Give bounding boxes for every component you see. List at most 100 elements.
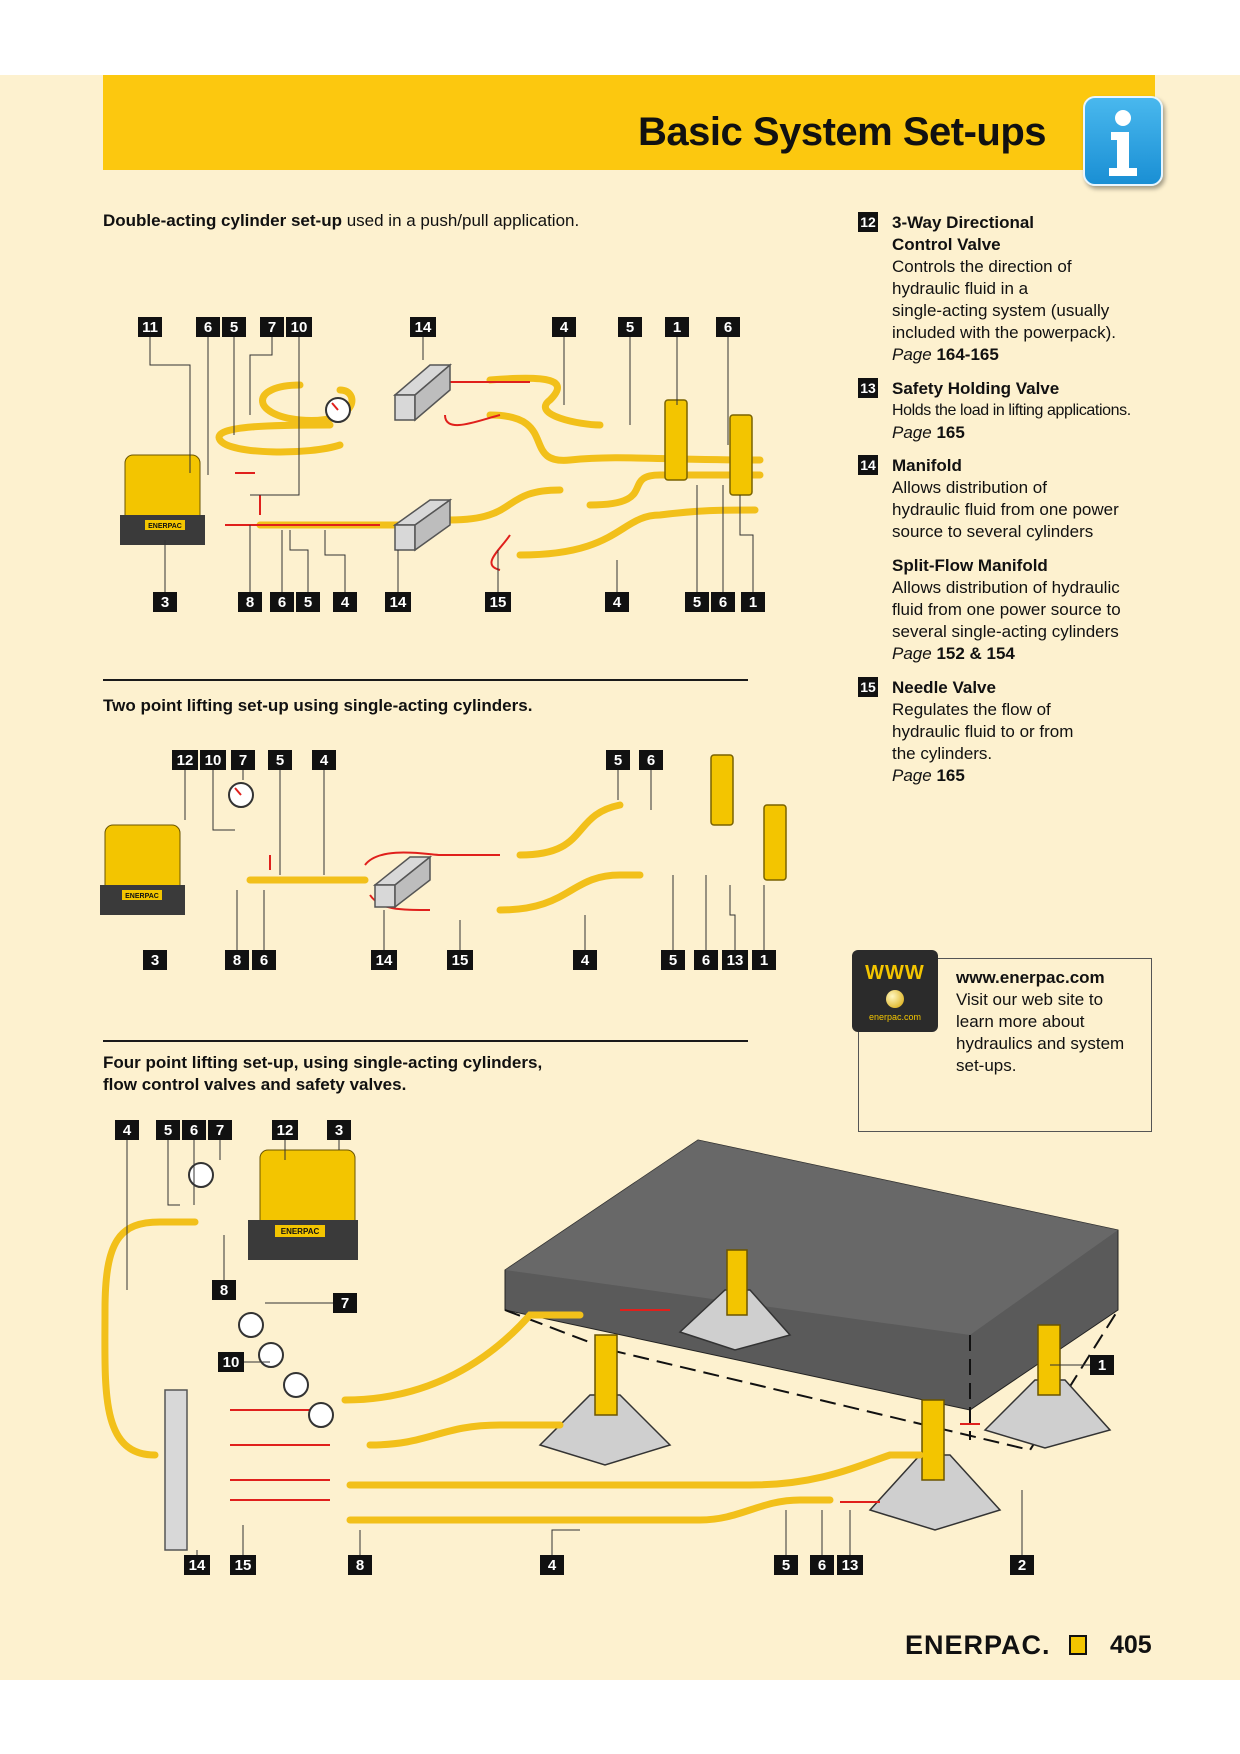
svg-text:6: 6: [647, 752, 655, 769]
page-reference: Page 164-165: [892, 344, 1158, 366]
diagram-double-acting: ENERPAC 11 6 5 7 10 14 4 5 1 6 3 8 6 5 4…: [100, 315, 800, 615]
diagram-1-top-tags: 11 6 5 7 10 14 4 5 1 6: [138, 317, 740, 337]
svg-text:5: 5: [230, 319, 238, 336]
svg-text:10: 10: [291, 319, 308, 336]
component-title: Split-Flow Manifold: [892, 555, 1158, 577]
component-desc: Holds the load in lifting applications.: [892, 400, 1158, 422]
svg-text:2: 2: [1018, 1557, 1026, 1574]
svg-text:ENERPAC: ENERPAC: [148, 523, 182, 530]
svg-text:5: 5: [304, 594, 312, 611]
component-desc: hydraulic fluid from one power: [892, 499, 1158, 521]
svg-text:1: 1: [673, 319, 681, 336]
svg-text:3: 3: [151, 952, 159, 969]
svg-text:4: 4: [341, 594, 350, 611]
www-icon-small: enerpac.com: [852, 1012, 938, 1022]
svg-text:6: 6: [260, 952, 268, 969]
component-title: Needle Valve: [892, 677, 1158, 699]
svg-text:4: 4: [613, 594, 622, 611]
svg-text:13: 13: [842, 1557, 859, 1574]
svg-text:15: 15: [452, 952, 469, 969]
svg-text:7: 7: [341, 1295, 349, 1312]
www-icon-text: WWW: [852, 962, 938, 985]
globe-icon: [886, 990, 904, 1008]
svg-text:6: 6: [724, 319, 732, 336]
section-3-heading: Four point lifting set-up, using single-…: [103, 1052, 542, 1096]
page-title: Basic System Set-ups: [638, 110, 1046, 155]
svg-text:5: 5: [626, 319, 634, 336]
svg-text:4: 4: [548, 1557, 557, 1574]
section-3-bold-line1: Four point lifting set-up, using single-…: [103, 1053, 542, 1072]
svg-text:11: 11: [142, 319, 158, 336]
manifold: [165, 1390, 187, 1550]
component-title-2: Control Valve: [892, 234, 1158, 256]
component-desc: hydraulic fluid in a: [892, 278, 1158, 300]
svg-text:7: 7: [216, 1122, 224, 1139]
page-reference: Page 152 & 154: [892, 643, 1158, 665]
component-desc: source to several cylinders: [892, 521, 1158, 543]
component-title: Safety Holding Valve: [892, 378, 1158, 400]
component-desc: fluid from one power source to: [892, 599, 1158, 621]
web-line: Visit our web site to: [956, 989, 1156, 1011]
section-1-bold: Double-acting cylinder set-up: [103, 211, 342, 230]
diagram-two-point-lifting: ENERPAC 12 10 7 5 4 5 6 3 8 6 14 15 4 5 …: [100, 745, 800, 975]
svg-text:14: 14: [390, 594, 407, 611]
svg-text:ENERPAC: ENERPAC: [281, 1227, 320, 1236]
divider-1: [103, 679, 748, 681]
component-split-flow: Split-Flow Manifold Allows distribution …: [858, 555, 1158, 665]
svg-text:5: 5: [614, 752, 622, 769]
diagram-3-top-tags: 4 5 6 7 12 3: [115, 1120, 351, 1140]
divider-2: [103, 1040, 748, 1042]
web-line: set-ups.: [956, 1055, 1156, 1077]
component-12: 12 3-Way Directional Control Valve Contr…: [858, 212, 1158, 366]
component-desc: Controls the direction of: [892, 256, 1158, 278]
svg-text:5: 5: [164, 1122, 172, 1139]
svg-text:10: 10: [223, 1354, 240, 1371]
www-globe-icon[interactable]: WWW enerpac.com: [852, 950, 938, 1032]
svg-text:5: 5: [693, 594, 701, 611]
diagram-2-bottom-tags: 3 8 6 14 15 4 5 6 13 1: [143, 950, 776, 970]
info-icon: [1083, 96, 1163, 186]
svg-text:1: 1: [749, 594, 757, 611]
pump-unit: ENERPAC: [248, 1150, 358, 1260]
svg-text:14: 14: [189, 1557, 206, 1574]
page-number: 405: [1110, 1631, 1152, 1660]
svg-text:12: 12: [177, 752, 194, 769]
website-link[interactable]: www.enerpac.com: [956, 967, 1156, 989]
component-14: 14 Manifold Allows distribution of hydra…: [858, 455, 1158, 543]
diagram-four-point-lifting: ENERPAC 4 5 6 7 12 3 8 7 10 1 14 15 8 4 …: [100, 1110, 1160, 1590]
diagram-1-bottom-tags: 3 8 6 5 4 14 15 4 5 6 1: [153, 592, 765, 612]
svg-text:6: 6: [818, 1557, 826, 1574]
svg-text:6: 6: [719, 594, 727, 611]
component-desc: the cylinders.: [892, 743, 1158, 765]
svg-text:12: 12: [277, 1122, 294, 1139]
svg-text:5: 5: [276, 752, 284, 769]
svg-text:10: 10: [205, 752, 222, 769]
svg-text:13: 13: [727, 952, 744, 969]
pump-unit: ENERPAC: [100, 825, 185, 915]
svg-text:3: 3: [161, 594, 169, 611]
section-1-rest: used in a push/pull application.: [342, 211, 579, 230]
component-desc: Regulates the flow of: [892, 699, 1158, 721]
web-line: hydraulics and system: [956, 1033, 1156, 1055]
svg-text:4: 4: [560, 319, 569, 336]
svg-text:8: 8: [220, 1282, 228, 1299]
brand-mark-icon: [1069, 1635, 1087, 1655]
section-2-bold: Two point lifting set-up using single-ac…: [103, 696, 532, 715]
svg-text:8: 8: [233, 952, 241, 969]
component-title: Manifold: [892, 455, 1158, 477]
component-desc: Allows distribution of: [892, 477, 1158, 499]
svg-text:15: 15: [490, 594, 507, 611]
svg-text:4: 4: [320, 752, 329, 769]
component-desc: included with the powerpack).: [892, 322, 1158, 344]
svg-text:6: 6: [204, 319, 212, 336]
pump-unit: ENERPAC: [120, 455, 205, 545]
page-reference: Page 165: [892, 765, 1158, 787]
svg-text:7: 7: [268, 319, 276, 336]
svg-text:8: 8: [246, 594, 254, 611]
component-desc: several single-acting cylinders: [892, 621, 1158, 643]
svg-text:ENERPAC: ENERPAC: [125, 893, 159, 900]
svg-text:3: 3: [335, 1122, 343, 1139]
svg-text:8: 8: [356, 1557, 364, 1574]
component-desc: hydraulic fluid to or from: [892, 721, 1158, 743]
svg-text:1: 1: [760, 952, 768, 969]
